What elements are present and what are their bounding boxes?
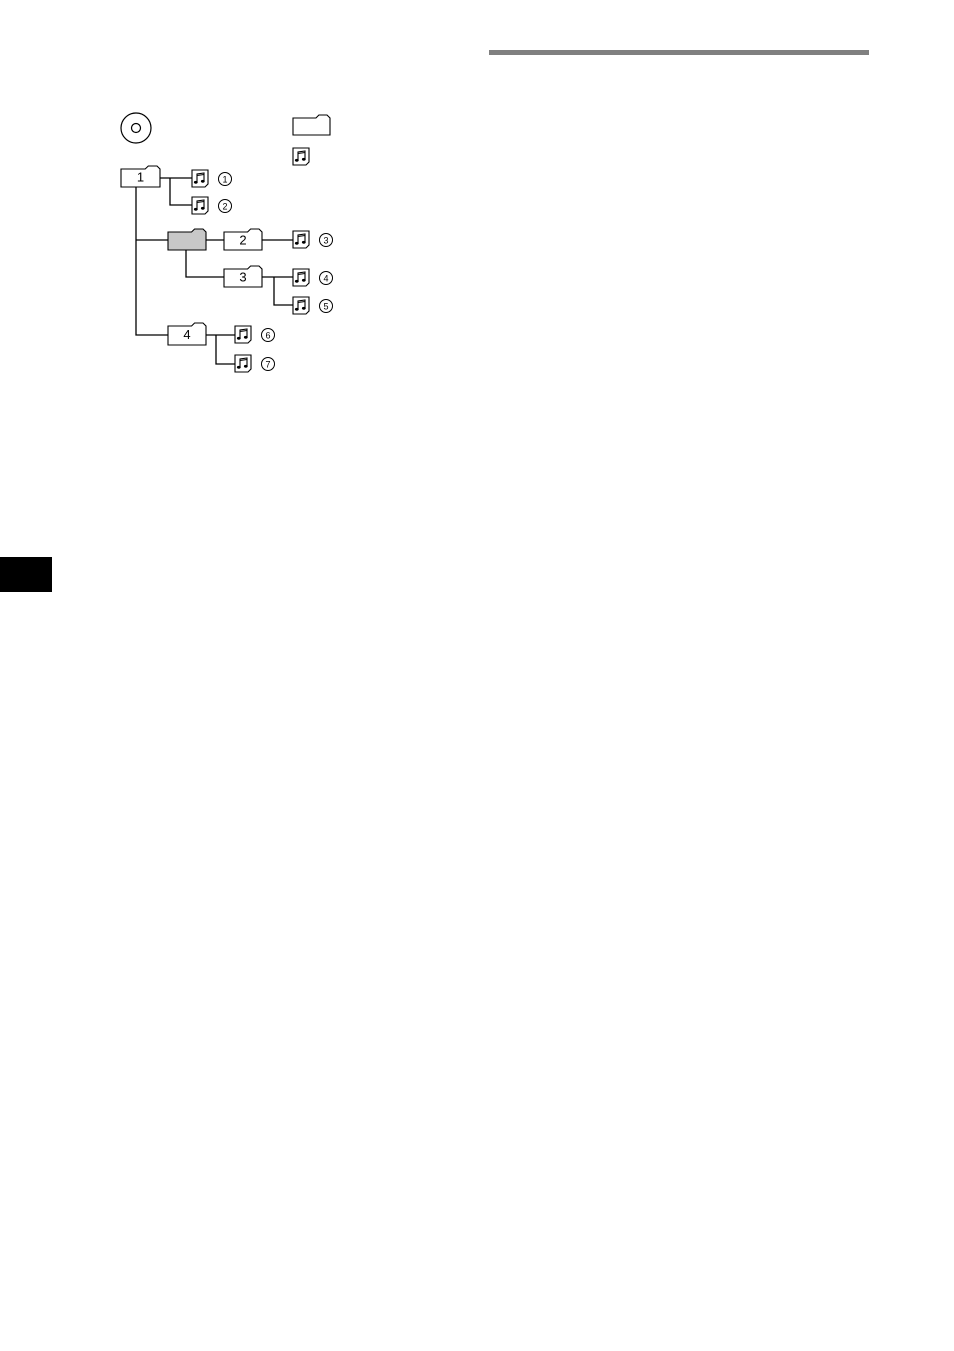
file-5-icon xyxy=(293,297,309,314)
svg-text:7: 7 xyxy=(265,359,270,369)
file-1-number: 1 xyxy=(219,173,232,186)
file-4-icon xyxy=(293,269,309,286)
file-3-number: 3 xyxy=(320,234,333,247)
legend-folder-icon xyxy=(293,115,330,135)
file-6-icon xyxy=(235,326,251,343)
svg-text:1: 1 xyxy=(222,174,227,184)
folder-1-icon-label: 1 xyxy=(137,170,144,185)
file-3-icon xyxy=(293,231,309,248)
file-6-number: 6 xyxy=(262,329,275,342)
folder-4-icon-label: 4 xyxy=(183,327,190,342)
folder-tree-diagram: 1 2 3 4 1 2 3 4 5 6 7 xyxy=(0,0,954,600)
page-tab-marker xyxy=(0,557,52,592)
file-2-icon xyxy=(192,197,208,214)
file-1-icon xyxy=(192,170,208,187)
folder-2-icon: 2 xyxy=(224,229,262,250)
disc-icon xyxy=(121,113,151,143)
folder-1-icon: 1 xyxy=(121,166,160,187)
svg-text:3: 3 xyxy=(323,235,328,245)
folder-4-icon: 4 xyxy=(168,323,206,345)
folder-3-icon: 3 xyxy=(224,266,262,287)
svg-text:4: 4 xyxy=(323,273,328,283)
file-7-number: 7 xyxy=(262,358,275,371)
folder-2-icon-label: 2 xyxy=(239,233,246,248)
folder-3-icon-label: 3 xyxy=(239,270,246,285)
file-4-number: 4 xyxy=(320,272,333,285)
highlighted-folder-icon xyxy=(168,229,206,250)
svg-text:2: 2 xyxy=(222,201,227,211)
file-7-icon xyxy=(235,355,251,372)
section-rule xyxy=(489,50,869,55)
file-2-number: 2 xyxy=(219,200,232,213)
legend-audio-file-icon xyxy=(293,148,309,165)
file-5-number: 5 xyxy=(320,300,333,313)
svg-text:5: 5 xyxy=(323,301,328,311)
svg-text:6: 6 xyxy=(265,330,270,340)
